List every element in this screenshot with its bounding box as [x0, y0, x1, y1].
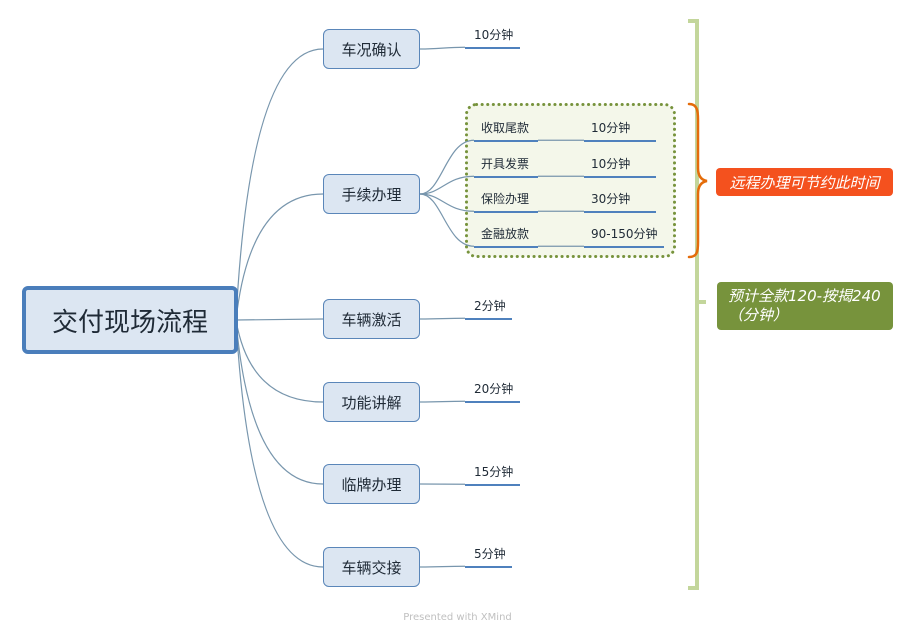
time-label: 10分钟	[465, 28, 520, 49]
branch-topic-activation: 车辆激活	[323, 299, 420, 339]
branch-topic-label: 临牌办理	[341, 475, 402, 494]
xmind-footer-credit: Presented with XMind	[403, 612, 512, 623]
connector-root-to-branch-4	[235, 319, 324, 403]
connector-root-to-branch-2	[235, 193, 324, 321]
summary-bracket-all	[688, 19, 706, 590]
subtopic-time-label: 90-150分钟	[584, 227, 664, 248]
connector-branch-4-time	[419, 400, 466, 403]
branch-topic-temp-plate: 临牌办理	[323, 464, 420, 504]
subtopic-boundary	[465, 103, 676, 258]
subtopic-time-label: 10分钟	[584, 157, 656, 178]
branch-topic-paperwork: 手续办理	[323, 174, 420, 214]
connector-branch-2-sub-2	[419, 175, 475, 195]
branch-topic-label: 车辆交接	[341, 558, 402, 577]
summary-callout-estimate: 预计全款120-按揭240 （分钟）	[717, 282, 893, 330]
subtopic-label: 开具发票	[474, 157, 538, 178]
root-topic: 交付现场流程	[22, 286, 238, 354]
branch-topic-label: 手续办理	[341, 185, 402, 204]
branch-topic-label: 车辆激活	[341, 310, 402, 329]
connector-branch-1-time	[419, 46, 466, 50]
root-topic-label: 交付现场流程	[51, 307, 208, 338]
subtopic-label: 金融放款	[474, 227, 538, 248]
time-label: 15分钟	[465, 465, 520, 486]
subtopic-label: 收取尾款	[474, 121, 538, 142]
subtopic-time-label: 30分钟	[584, 192, 656, 213]
summary-callout-remote: 远程办理可节约此时间	[716, 168, 893, 196]
summary-callout-estimate-line-2: （分钟）	[728, 306, 789, 324]
connector-root-to-branch-1	[235, 48, 324, 321]
connector-branch-2-sub-1	[419, 139, 475, 195]
connector-branch-6-time	[419, 565, 466, 568]
time-label: 20分钟	[465, 382, 520, 403]
connector-root-to-branch-6	[235, 319, 324, 568]
subtopic-time-label: 10分钟	[584, 121, 656, 142]
branch-topic-label: 车况确认	[341, 40, 402, 59]
branch-topic-vehicle-check: 车况确认	[323, 29, 420, 69]
branch-topic-feature-demo: 功能讲解	[323, 382, 420, 422]
summary-callout-estimate-line-1: 预计全款120-按揭240	[728, 287, 881, 305]
connector-branch-2-sub-3	[419, 193, 475, 212]
connector-root-to-branch-5	[235, 319, 324, 485]
connector-branch-2-sub-4	[419, 193, 475, 247]
branch-topic-label: 功能讲解	[341, 393, 402, 412]
branch-topic-handover: 车辆交接	[323, 547, 420, 587]
connector-root-to-branch-3	[235, 318, 324, 321]
connector-branch-3-time	[419, 317, 466, 320]
time-label: 2分钟	[465, 299, 512, 320]
subtopic-label: 保险办理	[474, 192, 538, 213]
summary-brace-paperwork	[687, 102, 708, 259]
summary-callout-remote-text: 远程办理可节约此时间	[729, 173, 880, 192]
time-label: 5分钟	[465, 547, 512, 568]
